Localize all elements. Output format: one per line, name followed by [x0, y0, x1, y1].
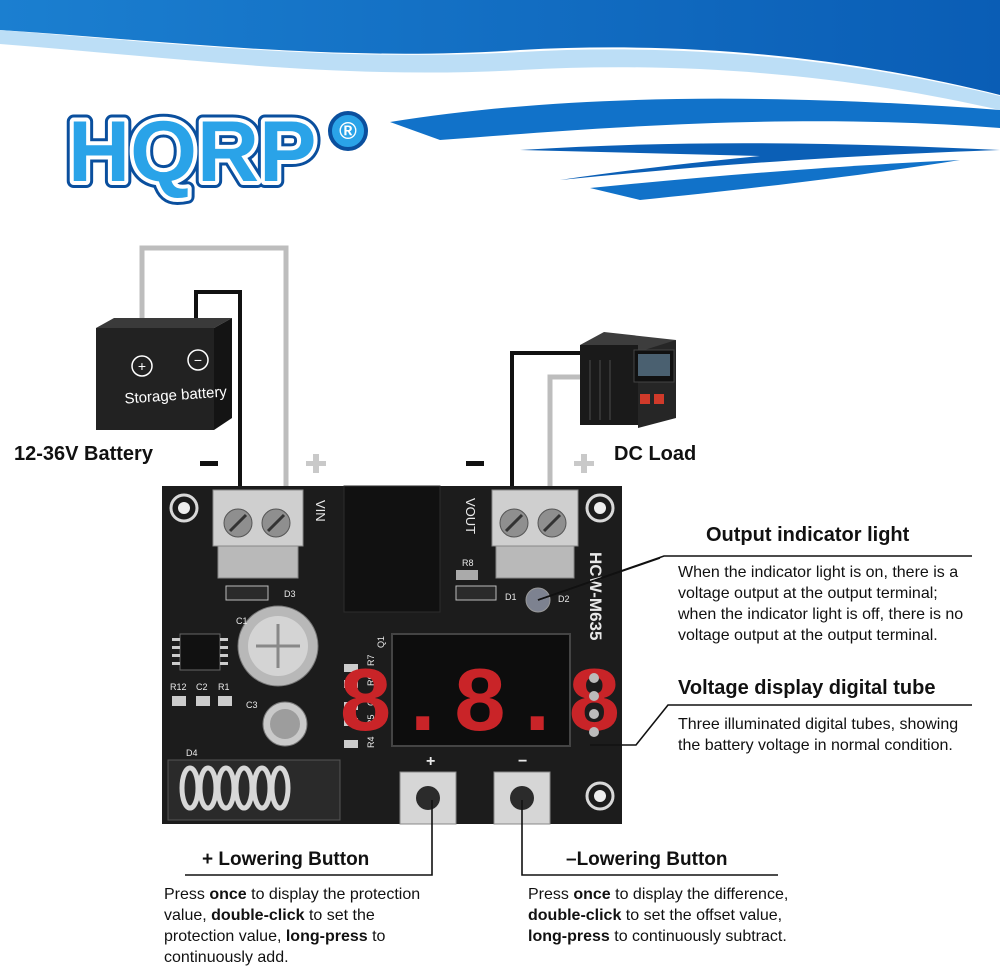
brand-logo: HQRP HQRP HQRP ®: [60, 95, 380, 205]
minus-button-callout-body: Press once to display the difference, do…: [528, 886, 789, 945]
dc-load-device: [580, 332, 676, 428]
ref-d1: D1: [505, 592, 517, 602]
brand-name: HQRP: [68, 104, 316, 200]
ref-r12: R12: [170, 682, 187, 692]
ref-r4: R4: [366, 736, 376, 748]
board-model: HCW-M635: [586, 552, 605, 640]
storage-battery: + − Storage battery: [96, 318, 232, 430]
indicator-callout-title: Output indicator light: [706, 524, 910, 546]
ref-r6: R6: [366, 674, 376, 686]
dc-load-label: DC Load: [614, 443, 697, 465]
display-callout-body: Three illuminated digital tubes, showing…: [678, 716, 959, 754]
vin-label: VIN: [313, 500, 328, 522]
header-wave: [0, 0, 1000, 200]
plus-button-graphic: +: [399, 753, 457, 825]
pcb-board: VIN VOUT HCW-M635 D3 D1 D2 R8 R12 C2 R1 …: [162, 485, 624, 825]
ref-d3: D3: [284, 589, 296, 599]
callout-leaders: [185, 555, 972, 876]
plus-button-callout-body: Press once to display the protection val…: [164, 886, 421, 966]
display-digits: 8.8.8: [338, 653, 624, 758]
ref-c8: C8: [366, 694, 376, 706]
battery-label: 12-36V Battery: [14, 443, 153, 465]
btn-minus-mark: −: [518, 753, 527, 770]
ref-c2: C2: [196, 682, 208, 692]
ref-q1: Q1: [376, 636, 386, 648]
ref-r8: R8: [462, 558, 474, 568]
battery-minus-symbol: −: [194, 352, 202, 368]
plus-button-callout-title: + Lowering Button: [202, 849, 370, 870]
display-callout-title: Voltage display digital tube: [678, 677, 936, 699]
ref-r7: R7: [366, 654, 376, 666]
svg-text:HQRP: HQRP: [68, 104, 316, 200]
minus-button-callout-title: –Lowering Button: [566, 849, 728, 870]
btn-plus-mark: +: [426, 753, 435, 770]
vout-label: VOUT: [463, 498, 478, 534]
battery-plus-symbol: +: [138, 358, 146, 374]
ref-r1: R1: [218, 682, 230, 692]
registered-mark: ®: [339, 118, 357, 145]
svg-text:HQRP: HQRP: [68, 104, 316, 200]
ref-c1: C1: [236, 616, 248, 626]
ref-d4: D4: [186, 748, 198, 758]
ref-r5: R5: [366, 714, 376, 726]
ref-c3: C3: [246, 700, 258, 710]
indicator-callout-body: When the indicator light is on, there is…: [678, 564, 964, 644]
ref-d2: D2: [558, 594, 570, 604]
